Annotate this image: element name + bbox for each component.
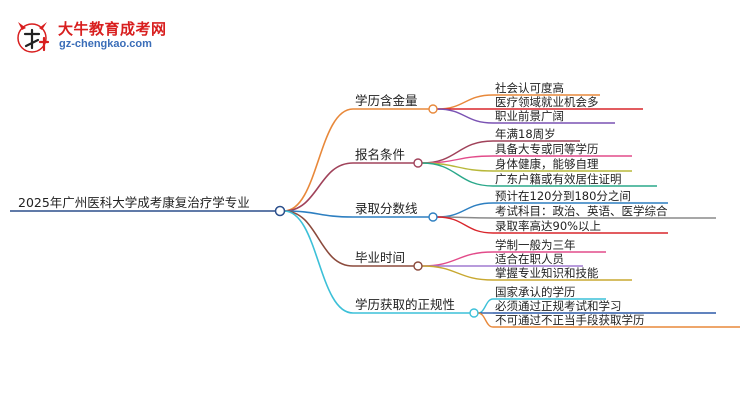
leaf-topic: 不可通过不正当手段获取学历 [495, 313, 645, 327]
branch-topic: 学历获取的正规性 [355, 297, 455, 312]
site-url: gz-chengkao.com [59, 38, 152, 50]
branch-topic: 报名条件 [355, 147, 405, 162]
leaf-connector [477, 312, 494, 328]
branch-connector [283, 210, 354, 267]
branch-topic: 毕业时间 [355, 250, 405, 265]
leaf-topic: 学制一般为三年 [495, 238, 576, 252]
branch-connector [283, 210, 354, 314]
branch-topic: 学历含金量 [355, 93, 418, 108]
branch-topic: 录取分数线 [355, 201, 418, 216]
root-topic: 2025年广州医科大学成考康复治疗学专业 [18, 195, 250, 210]
leaf-connector [436, 202, 494, 218]
bull-logo-icon [17, 22, 50, 53]
branch-node-dot [428, 212, 438, 222]
leaf-topic: 医疗领域就业机会多 [495, 95, 599, 109]
leaf-topic: 具备大专或同等学历 [495, 142, 599, 156]
leaf-connector [421, 251, 494, 267]
leaf-connector [436, 94, 494, 110]
leaf-connector [421, 162, 494, 187]
leaf-connector [436, 108, 494, 124]
leaf-topic: 适合在职人员 [495, 252, 564, 266]
leaf-topic: 录取率高达90%以上 [495, 219, 601, 233]
leaf-topic: 考试科目：政治、英语、医学综合 [495, 204, 668, 218]
leaf-topic: 必须通过正规考试和学习 [495, 299, 622, 313]
leaf-topic: 社会认可度高 [495, 81, 564, 95]
leaf-topic: 职业前景广阔 [495, 109, 564, 123]
branch-node-dot [413, 158, 423, 168]
site-name: 大牛教育成考网 [58, 20, 167, 38]
leaf-connector [421, 265, 494, 281]
branch-connector [283, 162, 354, 212]
connector-lines [10, 94, 740, 328]
branch-node-dot [469, 308, 479, 318]
site-logo[interactable]: 大牛教育成考网 gz-chengkao.com [14, 16, 174, 56]
leaf-connector [436, 216, 494, 234]
branch-node-dot [428, 104, 438, 114]
branch-connector [283, 108, 354, 212]
leaf-topic: 年满18周岁 [495, 127, 556, 141]
leaf-topic: 预计在120分到180分之间 [495, 189, 631, 203]
root-node-dot [274, 205, 286, 217]
leaf-topic: 国家承认的学历 [495, 285, 576, 299]
mind-map-nodes: 2025年广州医科大学成考康复治疗学专业 学历含金量 社会认可度高医疗领域就业机会多… [18, 81, 668, 327]
leaf-topic: 身体健康，能够自理 [495, 157, 599, 171]
leaf-topic: 广东户籍或有效居住证明 [495, 172, 622, 186]
branch-node-dot [413, 261, 423, 271]
branch-connector [283, 210, 354, 218]
leaf-connector [477, 298, 494, 314]
leaf-topic: 掌握专业知识和技能 [495, 266, 599, 280]
